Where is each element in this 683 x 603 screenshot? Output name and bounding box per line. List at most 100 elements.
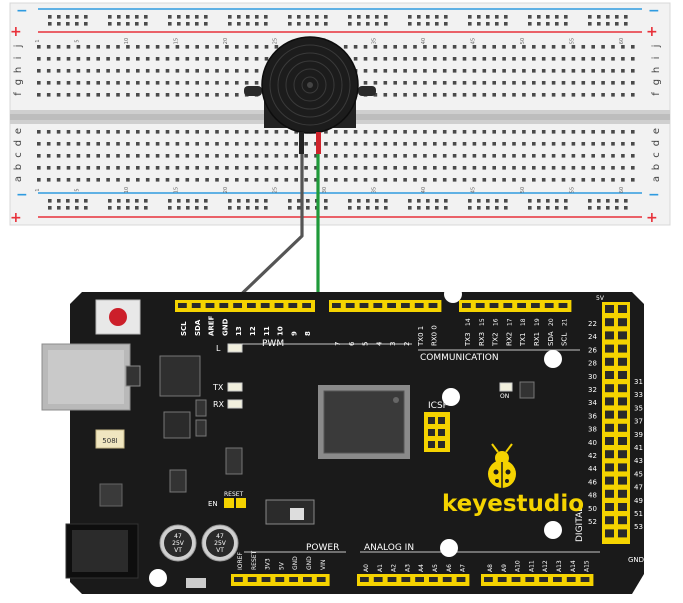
header-socket[interactable] xyxy=(511,577,521,582)
header-socket[interactable] xyxy=(618,331,627,340)
terminal-hole xyxy=(522,142,526,146)
header-socket[interactable] xyxy=(618,503,627,511)
header-socket[interactable] xyxy=(618,305,627,313)
header-socket[interactable] xyxy=(429,577,438,582)
terminal-hole xyxy=(561,93,566,97)
header-socket[interactable] xyxy=(605,397,614,406)
header-socket[interactable] xyxy=(247,577,257,582)
header-socket[interactable] xyxy=(618,423,627,432)
header-socket[interactable] xyxy=(618,397,627,406)
header-socket[interactable] xyxy=(345,303,355,308)
header-socket[interactable] xyxy=(605,503,614,511)
header-socket[interactable] xyxy=(401,577,411,582)
header-socket[interactable] xyxy=(503,303,513,308)
header-socket[interactable] xyxy=(359,303,369,308)
header-socket[interactable] xyxy=(605,463,614,472)
header-socket[interactable] xyxy=(618,489,627,498)
header-socket[interactable] xyxy=(517,303,526,308)
header-socket[interactable] xyxy=(618,476,627,485)
header-socket[interactable] xyxy=(387,303,396,308)
header-socket[interactable] xyxy=(618,437,627,445)
header-socket[interactable] xyxy=(605,331,614,340)
header-socket[interactable] xyxy=(373,303,383,308)
header-socket[interactable] xyxy=(544,303,554,308)
tx-led xyxy=(227,382,243,392)
header-socket[interactable] xyxy=(531,303,540,308)
header-socket[interactable] xyxy=(332,303,341,308)
header-socket[interactable] xyxy=(247,303,256,308)
header-socket[interactable] xyxy=(539,577,548,582)
terminal-hole xyxy=(235,130,239,134)
header-socket[interactable] xyxy=(442,577,452,582)
rail-hole xyxy=(237,15,241,19)
l-led-label: L xyxy=(216,344,221,353)
header-socket[interactable] xyxy=(234,577,243,582)
header-socket[interactable] xyxy=(178,303,187,308)
header-socket[interactable] xyxy=(191,303,201,308)
header-socket[interactable] xyxy=(618,344,627,353)
header-socket[interactable] xyxy=(484,577,493,582)
header-socket[interactable] xyxy=(618,529,627,538)
header-socket[interactable] xyxy=(618,450,627,459)
header-socket[interactable] xyxy=(605,437,614,445)
header-socket[interactable] xyxy=(205,303,215,308)
header-socket[interactable] xyxy=(618,463,627,472)
header-socket[interactable] xyxy=(605,344,614,353)
header-socket[interactable] xyxy=(462,303,471,308)
header-socket[interactable] xyxy=(219,303,229,308)
header-socket[interactable] xyxy=(566,577,576,582)
header-socket[interactable] xyxy=(360,577,369,582)
header-socket[interactable] xyxy=(475,303,485,308)
header-socket[interactable] xyxy=(618,410,627,419)
header-socket[interactable] xyxy=(456,577,466,582)
header-socket[interactable] xyxy=(428,303,438,308)
header-socket[interactable] xyxy=(401,303,410,308)
rail-hole xyxy=(177,199,181,203)
header-socket[interactable] xyxy=(414,303,424,308)
pin-label: 39 xyxy=(634,431,643,439)
reset-button-cap[interactable] xyxy=(109,308,127,326)
header-socket[interactable] xyxy=(415,577,424,582)
header-socket[interactable] xyxy=(275,577,285,582)
header-socket[interactable] xyxy=(233,303,242,308)
header-socket[interactable] xyxy=(605,384,614,393)
terminal-hole xyxy=(244,142,249,146)
header-socket[interactable] xyxy=(525,577,535,582)
header-socket[interactable] xyxy=(605,529,614,538)
header-socket[interactable] xyxy=(553,577,562,582)
header-socket[interactable] xyxy=(618,357,627,366)
header-socket[interactable] xyxy=(580,577,590,582)
header-socket[interactable] xyxy=(618,371,627,379)
header-socket[interactable] xyxy=(260,303,270,308)
header-socket[interactable] xyxy=(605,476,614,485)
header-socket[interactable] xyxy=(605,423,614,432)
header-socket[interactable] xyxy=(618,318,627,327)
header-socket[interactable] xyxy=(288,303,298,308)
header-socket[interactable] xyxy=(289,577,298,582)
header-socket[interactable] xyxy=(605,305,614,313)
header-socket[interactable] xyxy=(303,577,312,582)
header-socket[interactable] xyxy=(605,357,614,366)
header-socket[interactable] xyxy=(274,303,284,308)
rail-hole xyxy=(324,15,328,19)
header-socket[interactable] xyxy=(605,489,614,498)
header-socket[interactable] xyxy=(605,450,614,459)
header-socket[interactable] xyxy=(558,303,568,308)
header-socket[interactable] xyxy=(605,371,614,379)
header-socket[interactable] xyxy=(373,577,383,582)
header-socket[interactable] xyxy=(605,516,614,525)
header-socket[interactable] xyxy=(497,577,507,582)
rail-hole xyxy=(375,22,379,26)
header-socket[interactable] xyxy=(387,577,397,582)
rail-hole xyxy=(177,15,181,19)
header-socket[interactable] xyxy=(605,318,614,327)
header-socket[interactable] xyxy=(261,577,271,582)
header-socket[interactable] xyxy=(618,516,627,525)
rail-hole xyxy=(486,15,490,19)
header-socket[interactable] xyxy=(605,410,614,419)
pin-label: 41 xyxy=(634,444,643,452)
header-socket[interactable] xyxy=(618,384,627,393)
header-socket[interactable] xyxy=(316,577,326,582)
header-socket[interactable] xyxy=(302,303,311,308)
header-socket[interactable] xyxy=(489,303,499,308)
